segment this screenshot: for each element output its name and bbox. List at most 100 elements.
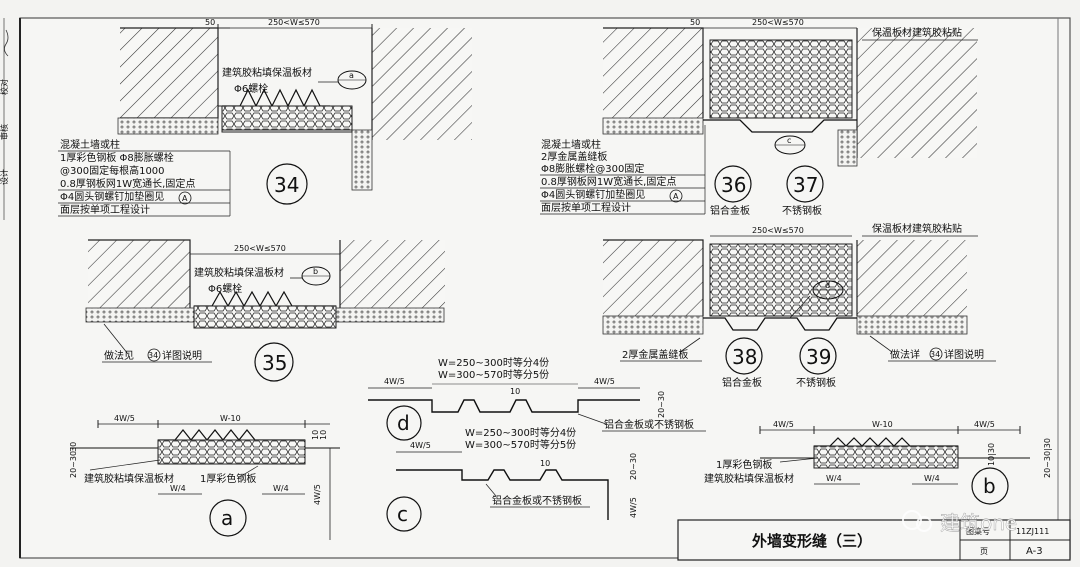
note-36-line2: 2厚金属盖缝板 [541, 150, 607, 163]
bellows-profile-a [158, 429, 305, 441]
bolt-label-35: Φ6螺栓 [208, 282, 242, 295]
dim-d-left: 4W/5 [384, 377, 405, 386]
fill-label-a: 建筑胶粘填保温板材 [84, 472, 174, 485]
detail-number-34: 34 [274, 173, 299, 197]
dim-width-36: 250<W≤570 [752, 18, 804, 27]
bellows-profile-b [814, 437, 958, 447]
dim-a-w4b: W/4 [273, 484, 289, 493]
dim-width-35: 250<W≤570 [234, 244, 286, 253]
note-34-line6: 面层按单项工程设计 [60, 203, 150, 216]
dim-a-v1: 20~30 [69, 451, 78, 478]
note-36-line3: Φ8膨胀螺栓@300固定 [541, 162, 644, 175]
cover-plate-36 [703, 119, 857, 133]
ref-letter-a: a [349, 71, 354, 80]
note-36-line6: 面层按单项工程设计 [541, 201, 631, 214]
note-35-post: 详图说明 [162, 349, 202, 362]
atlas-number: 11ZJ111 [1016, 527, 1049, 536]
dim-b-v1: 10|30 [987, 443, 996, 466]
watermark-text: 建筑one [940, 511, 1017, 535]
note-38-pre: 做法详 [890, 348, 920, 361]
rule-c-2: W=300~570时等分5份 [465, 438, 576, 451]
fill-label-34: 建筑胶粘填保温板材 [222, 66, 312, 79]
rule-d-2: W=300~570时等分5份 [438, 368, 549, 381]
drawing-title: 外墙变形缝（三） [751, 532, 872, 550]
dim-d-v: 20~30 [657, 391, 666, 418]
dim-b-w4a: W/4 [826, 474, 842, 483]
detail-36-37: 50 250<W≤570 保温板材建筑胶粘贴 c 混凝土墙或柱 2厚金属盖缝板 … [540, 18, 978, 217]
detail-number-38: 38 [732, 345, 757, 369]
note-ref-36: A [673, 192, 679, 201]
dim-c-left: 4W/5 [410, 441, 431, 450]
cover-plate-38 [703, 317, 857, 331]
bolt-label-34: Φ6螺栓 [234, 82, 268, 95]
rule-d-1: W=250~300时等分4份 [438, 356, 549, 369]
side-mark-check: 校对 [0, 79, 9, 95]
note-38-post: 详图说明 [944, 348, 984, 361]
ref-letter-d: d [825, 281, 830, 290]
detail-35: 250<W≤570 建筑胶粘填保温板材 Φ6螺栓 b 做法见 34 详图说明 3… [85, 239, 445, 382]
fill-label-35: 建筑胶粘填保温板材 [194, 266, 284, 279]
detail-letter-b: b [983, 474, 996, 498]
dim-d-10: 10 [510, 387, 520, 396]
detail-b: 4W/5 W-10 4W/5 10|30 20~30|30 1厚彩色钢板 建筑胶… [704, 420, 1052, 505]
detail-34: 50 250<W≤570 建筑胶粘填保温板材 Φ6螺栓 a 混凝土墙或柱 1厚彩… [58, 18, 472, 217]
caption-37: 不锈钢板 [782, 204, 822, 217]
detail-number-circle-37 [786, 165, 824, 203]
note-35-ref: 34 [148, 351, 158, 360]
detail-number-circle-38 [725, 337, 763, 375]
notes-34: 混凝土墙或柱 1厚彩色钢板 Φ8膨胀螺栓 @300固定每根高1000 0.8厚钢… [58, 138, 231, 217]
insulation-block-38 [709, 243, 853, 317]
detail-letter-d: d [397, 411, 410, 435]
ref-letter-c: c [787, 136, 791, 145]
note-36-line5: Φ4圆头钢螺钉加垫圈见 [541, 188, 645, 201]
detail-number-39: 39 [806, 345, 831, 369]
sheet-label-b: 1厚彩色钢板 [716, 458, 772, 471]
detail-number-35: 35 [262, 351, 287, 375]
side-mark-review: 审核 [0, 124, 9, 140]
dim-50-36: 50 [690, 18, 700, 27]
bellows-profile-34 [222, 88, 330, 108]
dim-c-v: 20~30 [629, 453, 638, 480]
dim-a-left: 4W/5 [114, 414, 135, 423]
detail-number-circle-36 [714, 165, 752, 203]
top-label-38: 保温板材建筑胶粘贴 [872, 222, 962, 235]
detail-a: 4W/5 W-10 20~30 30 10 10 建筑胶粘填保温板材 1厚彩色钢… [69, 414, 340, 540]
dim-50-34: 50 [205, 18, 215, 27]
dim-a-r2: 10 [319, 430, 328, 440]
dim-b-v2: 20~30|30 [1043, 438, 1052, 478]
ref-letter-b: b [313, 267, 318, 276]
fill-label-b: 建筑胶粘填保温板材 [704, 472, 794, 485]
detail-letter-a: a [221, 506, 233, 530]
plate-profile-c [396, 469, 609, 520]
detail-letter-circle-c [386, 496, 422, 532]
page-label: 页 [980, 547, 988, 556]
dim-a-mid: W-10 [220, 414, 241, 423]
dim-b-w4b: W/4 [924, 474, 940, 483]
plate-profile-d [368, 399, 640, 413]
dim-c-10: 10 [540, 459, 550, 468]
dim-d-right: 4W/5 [594, 377, 615, 386]
detail-letter-c: c [397, 502, 408, 526]
note-34-line2: 1厚彩色钢板 Φ8膨胀螺栓 [60, 151, 174, 164]
note-36-line4: 0.8厚钢板网1W宽通长,固定点 [541, 175, 676, 188]
detail-letter-circle-b [971, 467, 1009, 505]
dim-width-34: 250<W≤570 [268, 18, 320, 27]
dim-a-v3: 4W/5 [313, 484, 322, 505]
note-38-ref: 34 [930, 350, 940, 359]
note-35-pre: 做法见 [104, 349, 134, 362]
notes-36: 混凝土墙或柱 2厚金属盖缝板 Φ8膨胀螺栓@300固定 0.8厚钢板网1W宽通长… [540, 125, 706, 215]
rule-c-1: W=250~300时等分4份 [465, 426, 576, 439]
detail-number-circle-34 [266, 163, 308, 205]
title-block: 外墙变形缝（三） 图集号 11ZJ111 页 A-3 [677, 519, 1071, 561]
label-c: 铝合金板或不锈钢板 [492, 494, 582, 507]
detail-c: W=250~300时等分4份 W=300~570时等分5份 4W/5 10 20… [386, 426, 638, 532]
dim-c-v2: 4W/5 [629, 497, 638, 518]
dim-b-mid: W-10 [872, 420, 893, 429]
detail-number-circle-35 [254, 342, 294, 382]
caption-38: 铝合金板 [722, 376, 762, 389]
caption-36: 铝合金板 [710, 204, 750, 217]
atlas-label: 图集号 [966, 526, 990, 536]
watermark: 建筑one [902, 510, 1017, 535]
dim-b-right: 4W/5 [974, 420, 995, 429]
